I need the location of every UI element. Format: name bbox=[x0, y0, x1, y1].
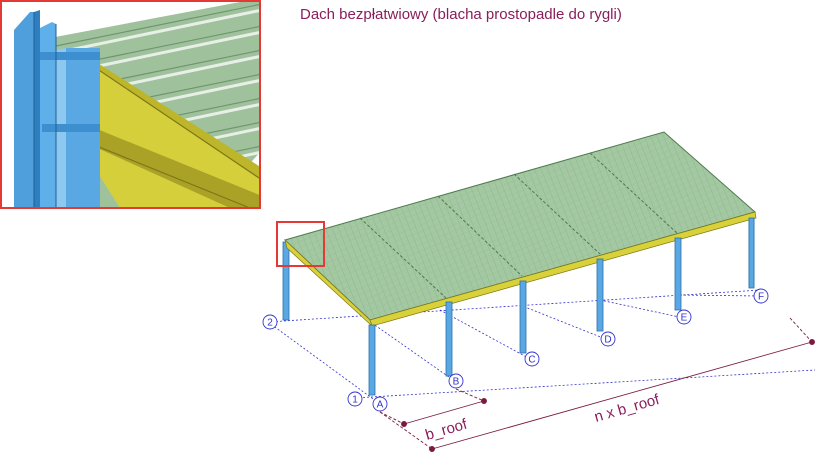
detail-yellow-beam bbox=[58, 59, 260, 208]
ground-grid bbox=[267, 289, 816, 405]
detail-blue-column bbox=[14, 10, 100, 208]
axis-marker-B: B bbox=[448, 373, 464, 389]
axis-marker-2: 2 bbox=[262, 314, 278, 330]
svg-text:2: 2 bbox=[267, 318, 273, 329]
grid-axis-labels: A B C D E F 1 bbox=[262, 288, 769, 412]
detail-zoom-view bbox=[2, 2, 260, 208]
detail-highlight-box bbox=[276, 221, 325, 267]
axis-marker-E: E bbox=[676, 309, 692, 325]
axis-marker-F: F bbox=[753, 288, 769, 304]
svg-text:D: D bbox=[604, 335, 611, 346]
axis-marker-A: A bbox=[372, 396, 388, 412]
page-title: Dach bezpłatwiowy (blacha prostopadle do… bbox=[300, 6, 622, 23]
svg-text:E: E bbox=[681, 313, 688, 324]
svg-text:B: B bbox=[453, 377, 460, 388]
svg-text:1: 1 bbox=[352, 395, 358, 406]
detail-frame bbox=[0, 0, 261, 209]
svg-text:A: A bbox=[377, 400, 384, 411]
axis-marker-C: C bbox=[524, 351, 540, 367]
front-columns bbox=[368, 217, 755, 396]
svg-text:F: F bbox=[758, 292, 764, 303]
dimension-lines bbox=[379, 317, 815, 452]
axis-marker-1: 1 bbox=[347, 391, 363, 407]
dimension-label-bay: b_roof bbox=[423, 416, 469, 444]
dimension-label-total: n x b_roof bbox=[592, 391, 662, 426]
axis-marker-D: D bbox=[600, 331, 616, 347]
svg-text:C: C bbox=[528, 355, 535, 366]
